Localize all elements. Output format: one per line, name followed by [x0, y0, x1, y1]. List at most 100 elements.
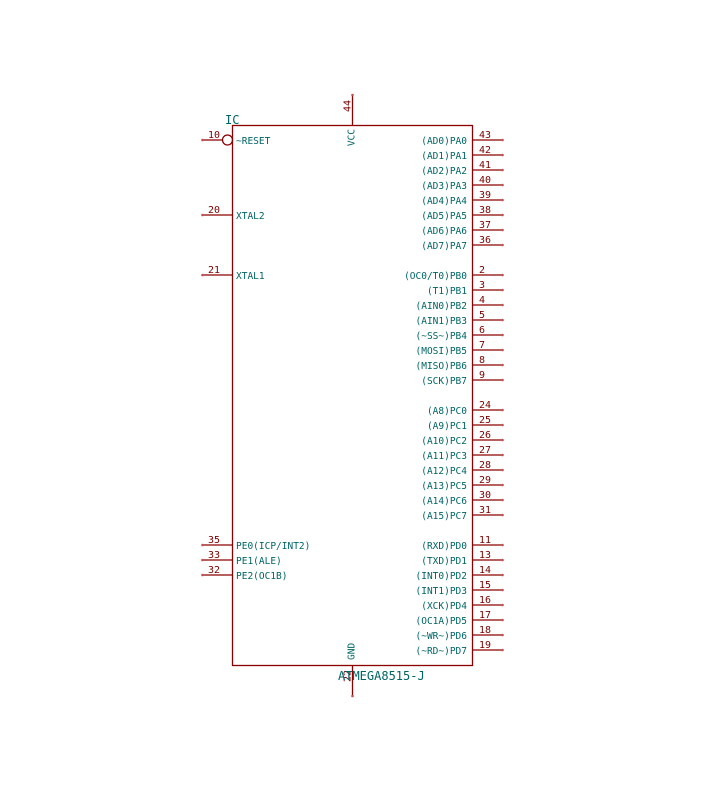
pin-name-vcc: VCC: [347, 129, 358, 146]
pin-name-ad6-pa6: (AD6)PA6: [421, 226, 467, 237]
pin-name-ad7-pa7: (AD7)PA7: [421, 241, 467, 252]
pin-end-ad2-pa2: [501, 168, 504, 172]
pin-end-a13-pc5: [501, 483, 504, 487]
pin-number-16: 16: [479, 595, 491, 606]
pin-name-txd-pd1: (TXD)PD1: [421, 556, 467, 567]
pin-name-int1-pd3: (INT1)PD3: [416, 586, 467, 597]
pin-name-a15-pc7: (A15)PC7: [421, 511, 467, 522]
pin-end-ain0-pb2: [501, 303, 504, 307]
pin-number-17: 17: [479, 610, 491, 621]
pin-name-ad1-pa1: (AD1)PA1: [421, 151, 467, 162]
pin-end-ad4-pa4: [501, 198, 504, 202]
pin-name-xck-pd4: (XCK)PD4: [421, 601, 467, 612]
pin-end-ad5-pa5: [501, 213, 504, 217]
pin-number-21: 21: [208, 265, 220, 276]
pin-end-ad7-pa7: [501, 243, 504, 247]
pin-end-pe1-ale: [201, 558, 204, 562]
pin-end-t1-pb1: [501, 288, 504, 292]
pin-name-rd-pd7: (~RD~)PD7: [416, 646, 467, 657]
pin-name-a9-pc1: (A9)PC1: [427, 421, 467, 432]
pin-number-29: 29: [479, 475, 491, 486]
pin-end-txd-pd1: [501, 558, 504, 562]
pin-end-ad1-pa1: [501, 153, 504, 157]
pin-number-18: 18: [479, 625, 491, 636]
pin-number-6: 6: [479, 325, 485, 336]
pin-name-miso-pb6: (MISO)PB6: [416, 361, 468, 372]
pin-end-wr-pd6: [501, 633, 504, 637]
pins-group: 43 (AD0)PA0 4 2 (AD1)PA1 41 (AD2)PA2 40 (AD3)PA3…: [201, 93, 504, 698]
pin-number-24: 24: [479, 400, 491, 411]
pin-number-41: 41: [479, 160, 491, 171]
pin-name-t1-pb1: (T1)PB1: [427, 286, 467, 297]
pin-end-a9-pc1: [501, 423, 504, 427]
pin-name-ad2-pa2: (AD2)PA2: [421, 166, 467, 177]
pin-end-a8-pc0: [501, 408, 504, 412]
pin-end-sck-pb7: [501, 378, 504, 382]
pin-end-mosi-pb5: [501, 348, 504, 352]
pin-number-26: 26: [479, 430, 491, 441]
pin-number-4: 4: [479, 295, 485, 306]
pin-end-a11-pc3: [501, 453, 504, 457]
pin-number-15: 15: [479, 580, 491, 591]
pin-end-a10-pc2: [501, 438, 504, 442]
pin-number-5: 5: [479, 310, 485, 321]
pin-end-xtal2: [201, 213, 204, 217]
pin-end-oc1a-pd5: [501, 618, 504, 622]
pin-number-3: 3: [479, 280, 485, 291]
pin-end-rd-pd7: [501, 648, 504, 652]
pin-name-pe1-ale: PE1(ALE): [236, 556, 282, 567]
pin-end-ss-pb4: [501, 333, 504, 337]
pin-name-gnd: GND: [347, 643, 358, 660]
pin-number-40: 40: [479, 175, 491, 186]
pin-end-ad3-pa3: [501, 183, 504, 187]
pin-end-reset: [201, 138, 204, 142]
pin-number-19: 19: [479, 640, 491, 651]
pin-number-43: 43: [479, 130, 491, 141]
pin-name-pe2-oc1b: PE2(OC1B): [236, 571, 287, 582]
pin-end-ad6-pa6: [501, 228, 504, 232]
pin-number-31: 31: [479, 505, 491, 516]
pin-name-int0-pd2: (INT0)PD2: [416, 571, 467, 582]
pin-end-int1-pd3: [501, 588, 504, 592]
pin-end-a12-pc4: [501, 468, 504, 472]
pin-name-oc1a-pd5: (OC1A)PD5: [416, 616, 467, 627]
pin-end-oc0-t0-pb0: [501, 273, 504, 277]
pin-end-a15-pc7: [501, 513, 504, 517]
pin-end-xck-pd4: [501, 603, 504, 607]
pin-end-pe2-oc1b: [201, 573, 204, 577]
pin-end-pe0-icp-int2: [201, 543, 204, 547]
pin-name-a14-pc6: (A14)PC6: [421, 496, 467, 507]
pin-number-11: 11: [479, 535, 491, 546]
pin-end-miso-pb6: [501, 363, 504, 367]
pin-number-8: 8: [479, 355, 485, 366]
pin-number-27: 27: [479, 445, 491, 456]
pin-number-38: 38: [479, 205, 491, 216]
pin-name-reset: ~RESET: [236, 136, 271, 147]
component-value: ATMEGA8515-J: [338, 669, 425, 683]
pin-end-int0-pd2: [501, 573, 504, 577]
inversion-bubble-reset: [221, 134, 234, 146]
pin-number-9: 9: [479, 370, 485, 381]
pin-name-ad3-pa3: (AD3)PA3: [421, 181, 467, 192]
pin-name-sck-pb7: (SCK)PB7: [421, 376, 467, 387]
pin-end-ain1-pb3: [501, 318, 504, 322]
pin-number-2: 2: [479, 265, 485, 276]
pin-name-xtal2: XTAL2: [236, 211, 265, 222]
pin-name-ad0-pa0: (AD0)PA0: [421, 136, 467, 147]
pin-number-36: 36: [479, 235, 491, 246]
pin-name-ad5-pa5: (AD5)PA5: [421, 211, 467, 222]
pin-number-13: 13: [479, 550, 491, 561]
pin-number-22: 22: [343, 670, 354, 682]
pin-number-14: 14: [479, 565, 491, 576]
pin-number-20: 20: [208, 205, 220, 216]
pin-number-7: 7: [479, 340, 485, 351]
pin-number-44: 44: [343, 100, 354, 112]
pin-number-32: 32: [208, 565, 220, 576]
pin-end-rxd-pd0: [501, 543, 504, 547]
pin-name-a12-pc4: (A12)PC4: [421, 466, 467, 477]
pin-name-mosi-pb5: (MOSI)PB5: [416, 346, 467, 357]
pin-number-28: 28: [479, 460, 491, 471]
pin-number-39: 39: [479, 190, 491, 201]
pin-name-ain0-pb2: (AIN0)PB2: [416, 301, 467, 312]
pin-number-30: 30: [479, 490, 491, 501]
